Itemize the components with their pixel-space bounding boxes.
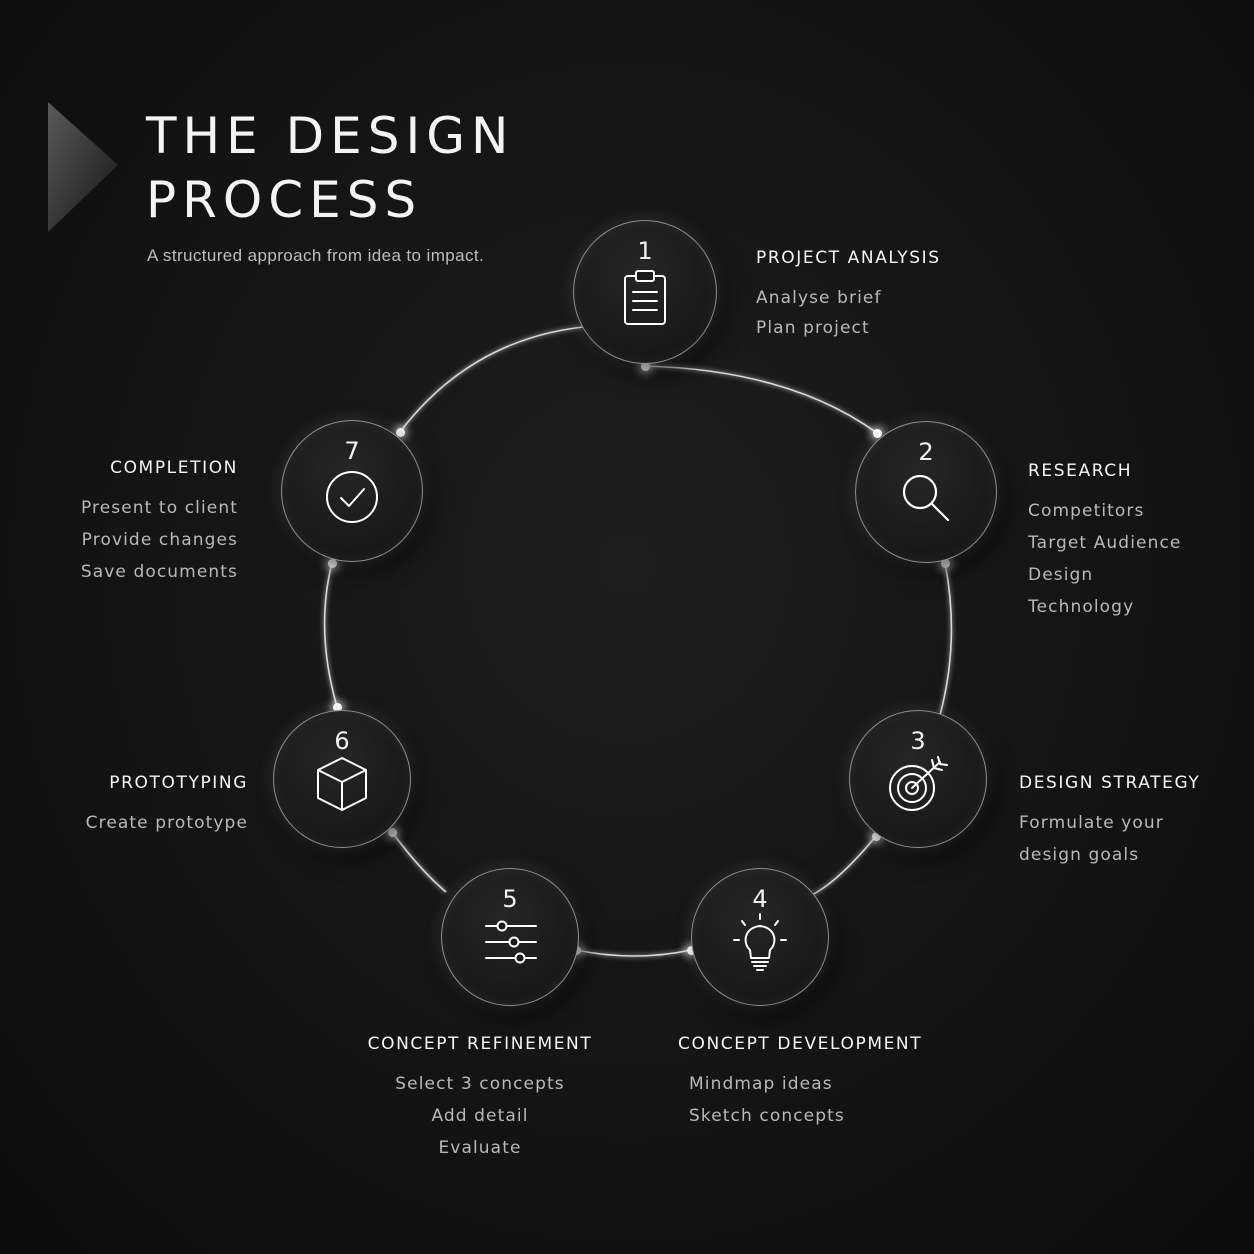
step-item: Save documents xyxy=(80,562,238,582)
step-title: DESIGN STRATEGY xyxy=(1019,773,1201,793)
cube-icon xyxy=(317,757,367,812)
sliders-icon xyxy=(485,920,537,964)
step-title: RESEARCH xyxy=(1028,461,1133,481)
junction-dot xyxy=(332,702,342,712)
step-node-2: 2 xyxy=(855,421,997,563)
lightbulb-icon xyxy=(733,913,787,972)
checkmark-circle-icon xyxy=(326,470,378,523)
step-number: 1 xyxy=(637,237,653,265)
connector-5-6 xyxy=(391,831,447,893)
junction-dot xyxy=(327,558,337,568)
step-node-5: 5 xyxy=(441,868,579,1006)
target-icon xyxy=(889,756,948,812)
step-item: Target Audience xyxy=(1028,533,1182,553)
step-item: design goals xyxy=(1019,845,1140,865)
step-item: Select 3 concepts xyxy=(395,1074,565,1094)
step-number: 3 xyxy=(910,727,926,755)
title-line-2: PROCESS xyxy=(146,171,423,229)
junction-dot xyxy=(872,428,882,438)
step-label-2: RESEARCH Competitors Target Audience Des… xyxy=(1028,461,1181,623)
magnifier-icon xyxy=(902,474,950,521)
step-item: Mindmap ideas xyxy=(689,1074,833,1094)
step-item: Add detail xyxy=(431,1106,529,1126)
connector-2-3 xyxy=(939,562,953,716)
step-item: Evaluate xyxy=(438,1138,522,1158)
step-item: Design xyxy=(1028,565,1094,585)
step-item: Plan project xyxy=(756,318,870,338)
junction-dot xyxy=(871,831,881,841)
connector-1-2 xyxy=(644,365,878,434)
junction-dot xyxy=(640,361,650,371)
junction-dot xyxy=(395,427,405,437)
step-number: 2 xyxy=(918,438,934,466)
step-title: CONCEPT REFINEMENT xyxy=(367,1034,593,1054)
page-subtitle: A structured approach from idea to impac… xyxy=(147,246,485,265)
step-node-4: 4 xyxy=(691,868,829,1006)
step-item: Provide changes xyxy=(81,530,238,550)
accent-triangle xyxy=(48,102,118,232)
step-label-5: CONCEPT REFINEMENT Select 3 concepts Add… xyxy=(352,1034,608,1164)
connector-3-4 xyxy=(811,835,877,896)
connector-6-7 xyxy=(323,562,338,708)
step-node-1: 1 xyxy=(573,220,717,364)
step-number: 4 xyxy=(752,885,768,913)
connector-4-5 xyxy=(575,949,692,957)
step-label-4: CONCEPT DEVELOPMENT Mindmap ideas Sketch… xyxy=(678,1034,922,1132)
step-label-3: DESIGN STRATEGY Formulate your design go… xyxy=(1019,773,1200,871)
page-title: THE DESIGN PROCESS xyxy=(146,104,514,232)
title-line-1: THE DESIGN xyxy=(146,107,515,165)
step-title: PROJECT ANALYSIS xyxy=(756,248,941,268)
step-item: Analyse brief xyxy=(756,288,882,308)
junction-dot xyxy=(686,945,696,955)
step-item: Create prototype xyxy=(85,813,248,833)
step-number: 5 xyxy=(502,885,518,913)
step-title: COMPLETION xyxy=(110,458,238,478)
step-node-3: 3 xyxy=(849,710,987,848)
step-number: 6 xyxy=(334,727,350,755)
connector-7-1 xyxy=(399,326,584,433)
step-title: CONCEPT DEVELOPMENT xyxy=(678,1034,923,1054)
clipboard-icon xyxy=(624,269,666,325)
step-item: Technology xyxy=(1028,597,1135,617)
step-item: Present to client xyxy=(80,498,238,518)
step-label-7: COMPLETION Present to client Provide cha… xyxy=(40,458,238,588)
junction-dot xyxy=(387,827,397,837)
step-label-6: PROTOTYPING Create prototype xyxy=(60,773,248,839)
step-item: Competitors xyxy=(1028,501,1145,521)
junction-dot xyxy=(940,558,950,568)
step-item: Sketch concepts xyxy=(689,1106,845,1126)
step-number: 7 xyxy=(344,437,360,465)
step-title: PROTOTYPING xyxy=(109,773,248,793)
step-node-7: 7 xyxy=(281,420,423,562)
step-label-1: PROJECT ANALYSIS Analyse brief Plan proj… xyxy=(756,248,941,344)
step-node-6: 6 xyxy=(273,710,411,848)
step-item: Formulate your xyxy=(1019,813,1164,833)
